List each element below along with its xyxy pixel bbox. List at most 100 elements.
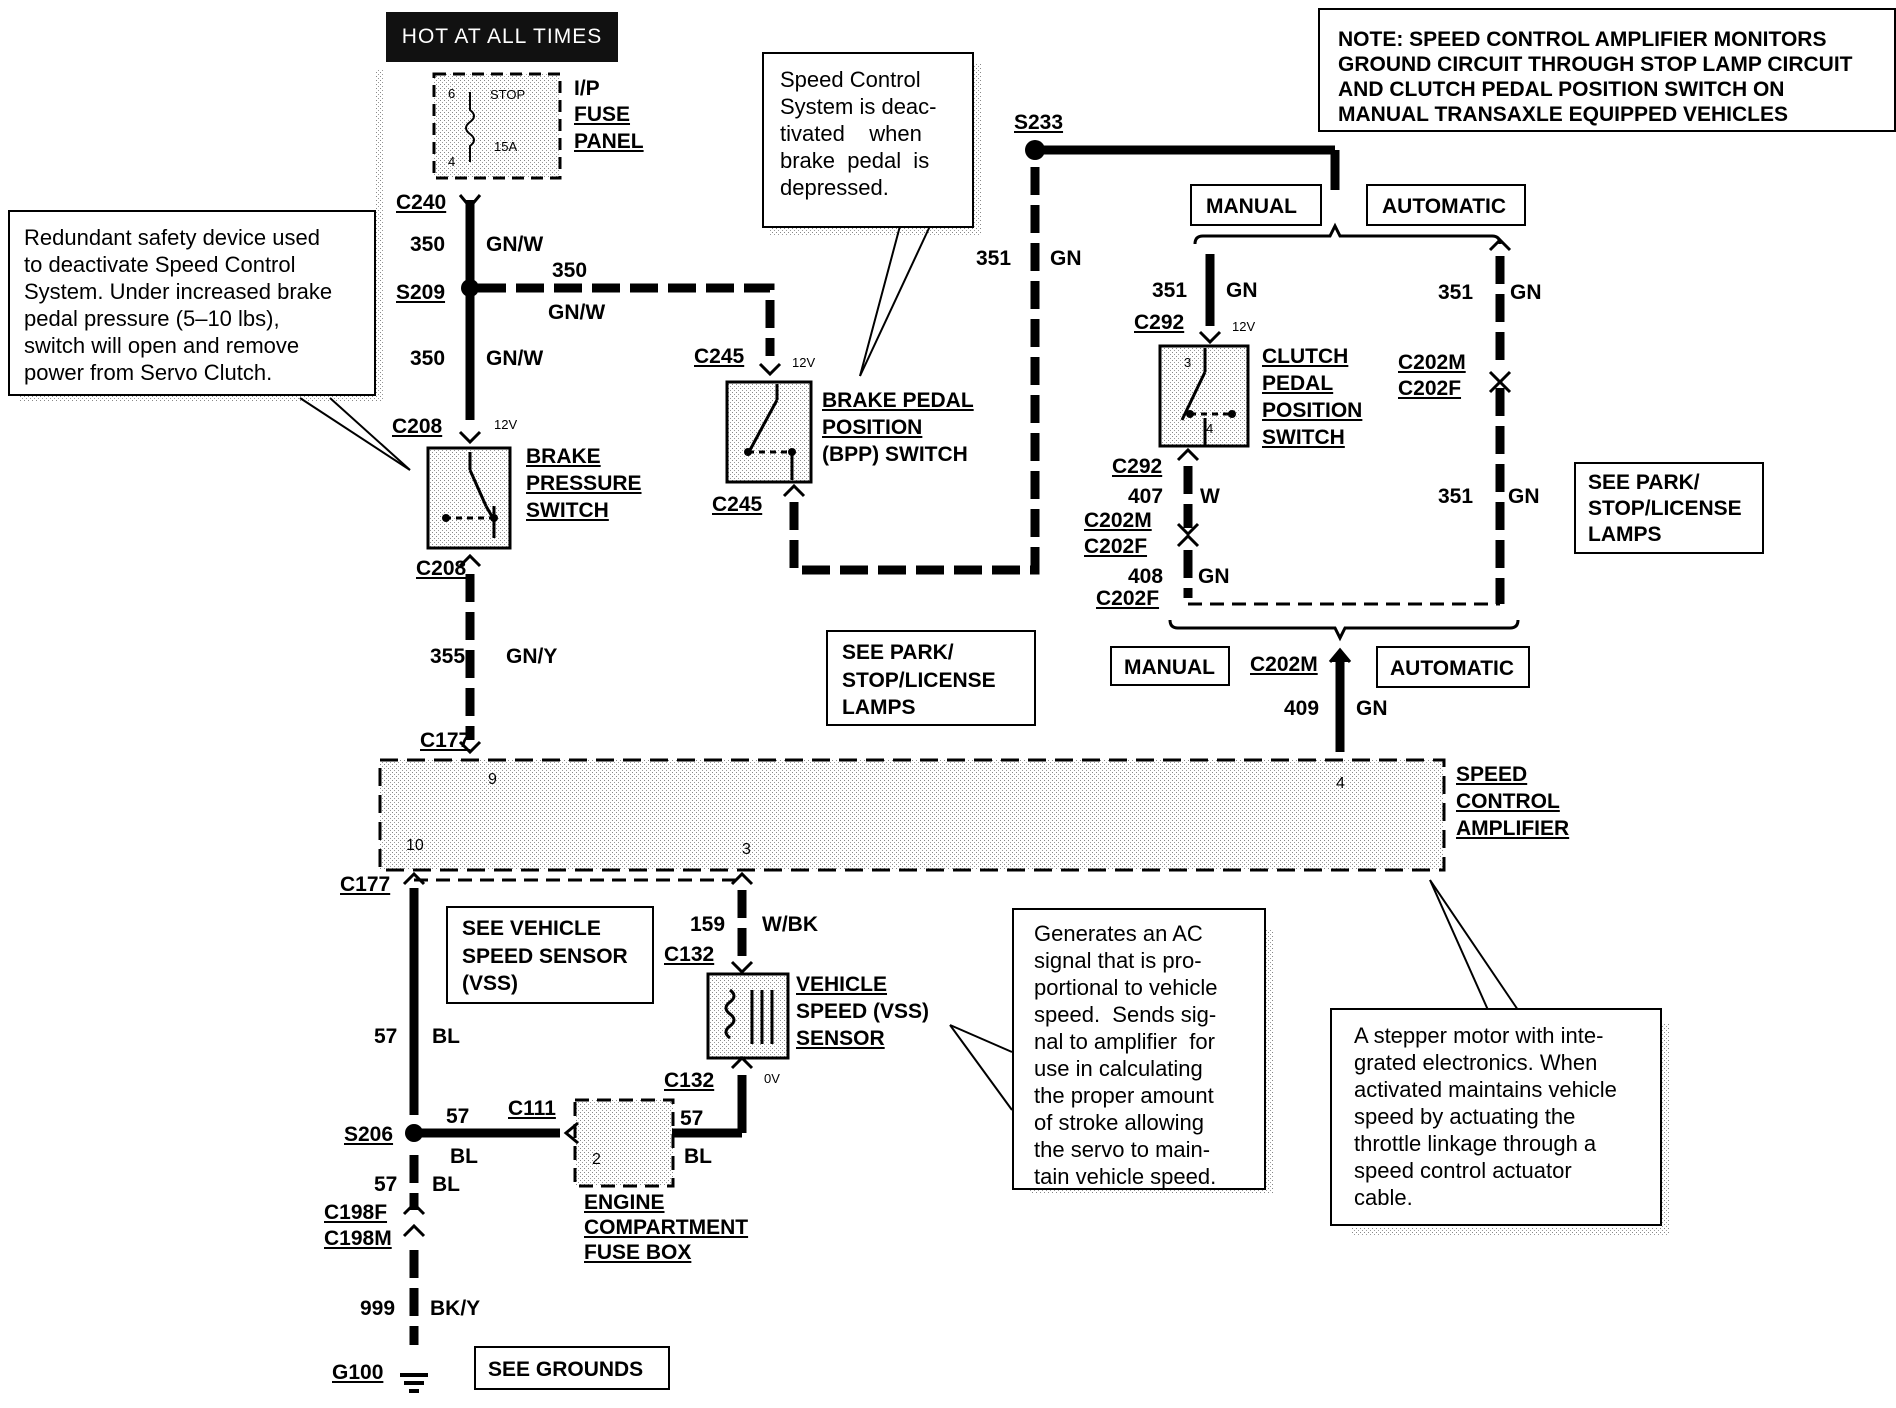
connector-c240: C240 [396, 191, 447, 214]
splice-s209: S209 [396, 281, 446, 304]
wire-color: GN [1508, 485, 1540, 508]
automatic-label-top: AUTOMATIC [1366, 184, 1526, 226]
see-box-line: (VSS) [462, 972, 519, 995]
connector-c202f: C202F [1096, 587, 1160, 610]
amplifier-label: AMPLIFIER [1456, 817, 1570, 840]
wire-color: BK/Y [430, 1297, 481, 1320]
note-line: power from Servo Clutch. [24, 360, 273, 385]
note-line: use in calculating [1034, 1056, 1203, 1081]
wire-color: BL [450, 1145, 478, 1168]
connector-c198f: C198F [324, 1201, 388, 1224]
vss-box [706, 972, 790, 1060]
note-line: A stepper motor with inte- [1354, 1023, 1604, 1048]
engine-fuse-box-label: ENGINE [584, 1191, 665, 1214]
wire-color: GN [1050, 247, 1082, 270]
connector-c202m: C202M [1084, 509, 1152, 532]
connector-c198m: C198M [324, 1227, 392, 1250]
wire-color: W [1200, 485, 1220, 508]
connector-c208-bottom: C208 [416, 557, 467, 580]
note-line: cable. [1354, 1185, 1413, 1210]
see-grounds-text: SEE GROUNDS [488, 1358, 644, 1381]
manual-text: MANUAL [1124, 656, 1215, 679]
connector-c245-bottom: C245 [712, 493, 763, 516]
clutch-switch-label: PEDAL [1262, 372, 1334, 395]
circuit-number: 350 [410, 347, 446, 370]
connector-c292-top: C292 [1134, 311, 1185, 334]
note-line: the servo to main- [1034, 1137, 1211, 1162]
see-grounds-box[interactable]: SEE GROUNDS [474, 1346, 670, 1390]
circuit-number: 350 [410, 233, 446, 256]
see-park-lamps-right[interactable]: SEE PARK/ STOP/LICENSE LAMPS [1574, 462, 1764, 554]
wire-color: GN/Y [506, 645, 558, 668]
see-park-lamps-center[interactable]: SEE PARK/ STOP/LICENSE LAMPS [826, 630, 1036, 726]
clutch-pin-label: 4 [1206, 421, 1214, 436]
connector-marks [402, 194, 1512, 1238]
see-box-line: STOP/LICENSE [1588, 497, 1742, 520]
note-line: MANUAL TRANSAXLE EQUIPPED VEHICLES [1338, 103, 1788, 126]
ground-symbol [400, 1373, 428, 1393]
splice-s206: S206 [344, 1123, 394, 1146]
note-line: portional to vehicle [1034, 975, 1218, 1000]
note-line: activated maintains vehicle [1354, 1077, 1617, 1102]
wire-color: BL [684, 1145, 712, 1168]
fuse-panel-prefix: I/P [574, 77, 600, 100]
note-line: throttle linkage through a [1354, 1131, 1597, 1156]
note-line: nal to amplifier for [1034, 1029, 1215, 1054]
wire-color: GN [1198, 565, 1230, 588]
vss-label: SENSOR [796, 1027, 885, 1050]
note-vss-generates: Generates an AC signal that is pro- port… [1012, 908, 1266, 1190]
note-shadows [20, 64, 1670, 1235]
fuse-box-pin-label: 2 [592, 1151, 601, 1168]
engine-fuse-box-box [573, 1098, 675, 1188]
note-line: NOTE: SPEED CONTROL AMPLIFIER MONITORS [1338, 28, 1827, 51]
vss-label: SPEED (VSS) [796, 1000, 930, 1023]
engine-fuse-box-label: FUSE BOX [584, 1241, 692, 1264]
see-vss-box[interactable]: SEE VEHICLE SPEED SENSOR (VSS) [446, 906, 654, 1004]
note-line: grated electronics. When [1354, 1050, 1598, 1075]
see-box-line: SEE PARK/ [1588, 471, 1700, 494]
voltage-label: 12V [792, 355, 816, 370]
splices [405, 140, 1045, 1142]
connector-c177-top: C177 [420, 729, 471, 752]
switch-dots [442, 410, 1236, 522]
solid-wires [409, 145, 1345, 1138]
connector-c202m: C202M [1250, 653, 1318, 676]
note-line: System. Under increased brake [24, 279, 333, 304]
circuit-number: 57 [680, 1107, 704, 1130]
wire-color: GN/W [548, 301, 606, 324]
clutch-switch-label: POSITION [1262, 399, 1363, 422]
engine-fuse-box-label: COMPARTMENT [584, 1216, 749, 1239]
amplifier-label: CONTROL [1456, 790, 1560, 813]
wire-color: GN [1226, 279, 1258, 302]
fuse-rating: 15A [494, 139, 518, 154]
fuse-pin-top: 6 [448, 86, 456, 101]
amp-pin-label: 4 [1336, 775, 1345, 792]
circuit-number: 351 [1152, 279, 1188, 302]
circuit-number: 408 [1128, 565, 1164, 588]
amp-pin-label: 10 [406, 837, 424, 854]
automatic-text: AUTOMATIC [1382, 195, 1507, 218]
note-amplifier-monitors: NOTE: SPEED CONTROL AMPLIFIER MONITORS G… [1318, 8, 1896, 132]
see-box-line: SEE PARK/ [842, 641, 954, 664]
callout-lines [299, 225, 1519, 1111]
circuit-number: 351 [976, 247, 1012, 270]
amp-pin-label: 9 [488, 771, 497, 788]
note-speed-control-deactivated: Speed Control System is deac- tivated wh… [762, 52, 974, 228]
connector-c245-top: C245 [694, 345, 745, 368]
circuit-number: 355 [430, 645, 466, 668]
connector-c202f: C202F [1084, 535, 1148, 558]
fuse-panel-box [432, 72, 562, 180]
note-line: tivated when [780, 121, 922, 146]
note-line: Speed Control [780, 67, 921, 92]
connector-c132-top: C132 [664, 943, 715, 966]
note-line: AND CLUTCH PEDAL POSITION SWITCH ON [1338, 78, 1785, 101]
wire-color: W/BK [762, 913, 818, 936]
see-box-line: LAMPS [1588, 523, 1662, 546]
note-line: Redundant safety device used [24, 225, 320, 250]
wire-color: GN/W [486, 347, 544, 370]
note-redundant-safety: Redundant safety device used to deactiva… [8, 210, 376, 396]
note-line: Generates an AC [1034, 921, 1203, 946]
automatic-label-bottom: AUTOMATIC [1376, 646, 1530, 688]
fuse-name: STOP [490, 87, 526, 102]
